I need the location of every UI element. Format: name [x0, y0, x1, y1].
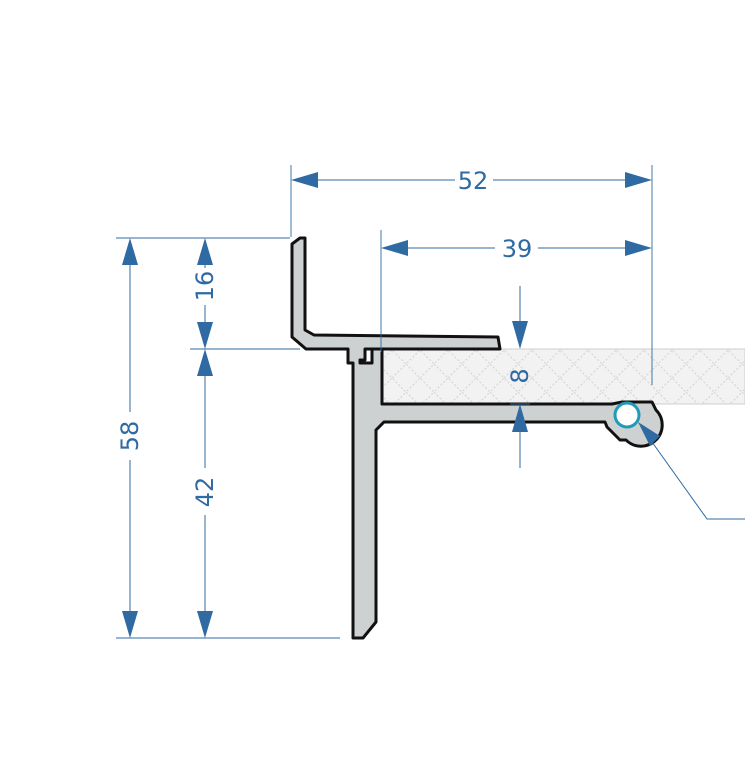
dimension-panel-thickness: 8 — [506, 286, 534, 468]
gasket-leader — [638, 422, 745, 520]
dimension-label-58: 58 — [116, 421, 144, 452]
dimension-label-52: 52 — [458, 167, 489, 195]
aluminium-profile — [290, 236, 664, 640]
dimension-lower-height: 42 — [191, 349, 219, 638]
dimension-label-42: 42 — [191, 477, 219, 508]
dimension-label-16: 16 — [191, 271, 219, 302]
dimension-overall-width: 52 — [291, 167, 652, 195]
dimension-label-39: 39 — [502, 235, 533, 263]
panel-section — [381, 348, 745, 405]
dimension-label-8: 8 — [506, 368, 534, 383]
dimension-overall-height: 58 — [116, 238, 144, 638]
dimension-upper-height: 16 — [191, 238, 219, 349]
gasket-circle — [613, 401, 641, 429]
dimension-inner-width: 39 — [381, 235, 652, 263]
